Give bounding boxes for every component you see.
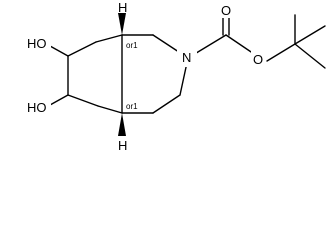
bond-c5-c6: [67, 94, 99, 107]
bond-c3-c4: [152, 94, 181, 114]
atom-label-ho-top: HO: [27, 36, 47, 51]
atom-label-carbonyl-oxygen: O: [221, 3, 231, 18]
stereo-label-top: or1: [126, 41, 138, 50]
atom-label-stereo-h-bottom: H: [118, 138, 127, 153]
bond-tbu-methyl-lower: [294, 43, 326, 69]
chemical-structure-canvas: HO HO N O O H H or1 or1: [27, 0, 326, 153]
bond-c8-c8a: [95, 34, 123, 43]
molecule-drawing: HO HO N O O H H or1 or1: [27, 0, 326, 153]
stereo-label-bottom: or1: [126, 102, 138, 111]
atom-label-ring-nitrogen: N: [182, 50, 191, 65]
bond-ester-o-tbu: [266, 43, 296, 62]
bond-c7-c8: [67, 41, 97, 57]
bond-c7-oh: [49, 45, 69, 57]
bond-c6-oh: [49, 94, 69, 106]
bond-tbu-methyl-right: [294, 25, 326, 45]
atom-label-stereo-h-top: H: [118, 0, 127, 15]
stereo-wedge-top: [118, 13, 126, 35]
atom-label-ester-oxygen: O: [253, 52, 263, 67]
stereo-wedge-bottom: [118, 113, 126, 136]
atom-label-ho-bottom: HO: [27, 100, 47, 115]
bond-c4a-c5: [97, 105, 123, 114]
